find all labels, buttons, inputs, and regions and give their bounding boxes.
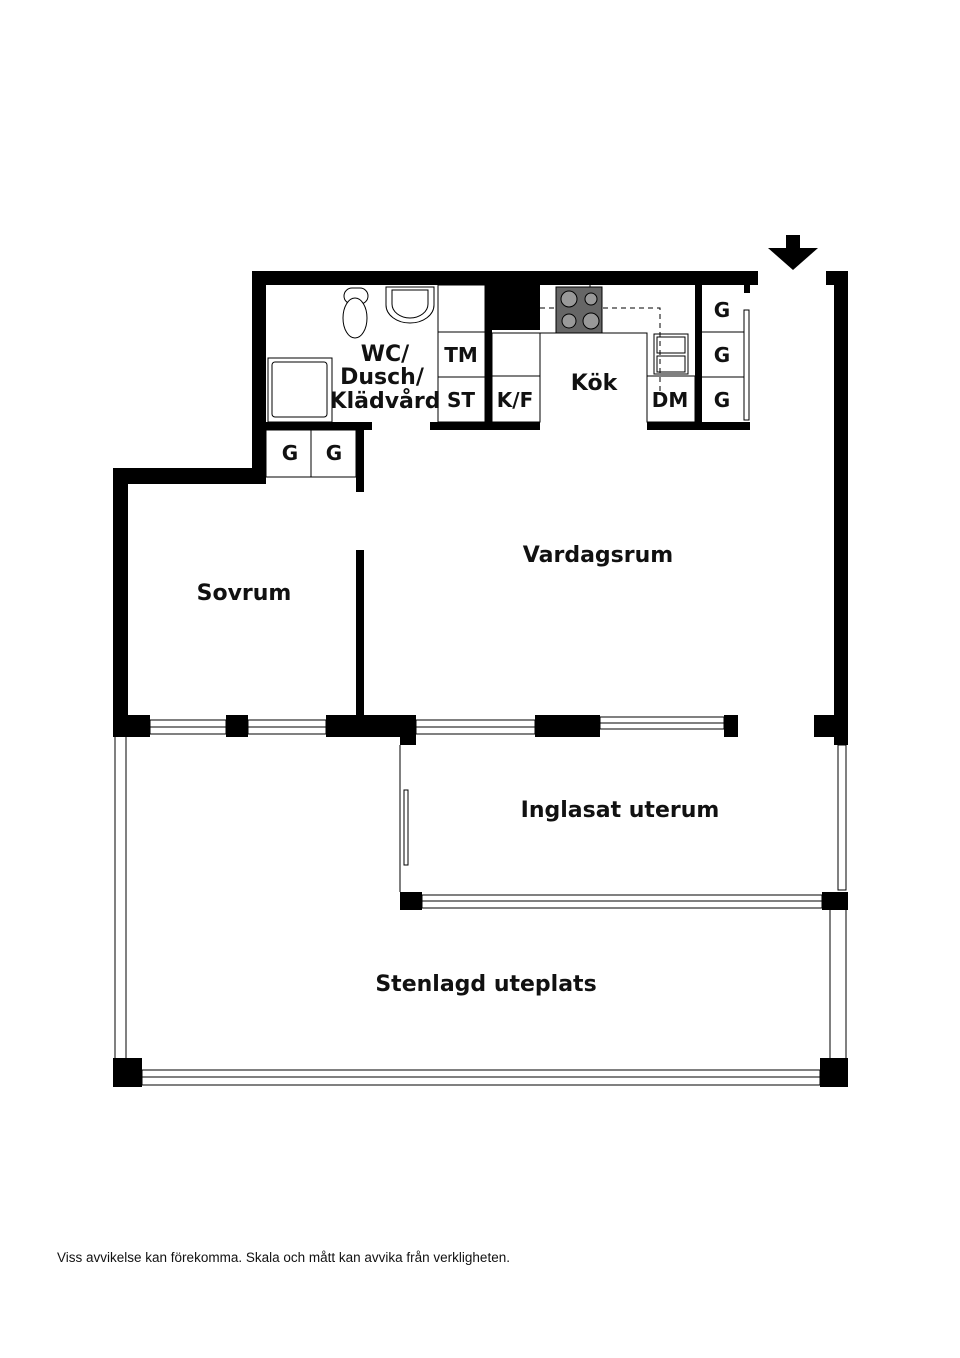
entrance-arrow-icon (768, 235, 818, 270)
room-label-bath: Dusch/ (340, 365, 425, 390)
room-label-kitchen: Kök (571, 371, 619, 396)
room-label-bath: WC/ (361, 342, 410, 367)
closet-label: G (326, 441, 342, 465)
room-label-patio: Stenlagd uteplats (375, 972, 596, 997)
walls (113, 271, 848, 1087)
washbasin-icon (385, 286, 435, 324)
stove-icon (555, 286, 603, 334)
room-label-bedroom: Sovrum (197, 581, 292, 606)
sink-icon (653, 333, 689, 375)
room-label-sunroom: Inglasat uterum (521, 798, 720, 823)
room-label-living: Vardagsrum (523, 543, 673, 568)
washer-label: TM (444, 343, 478, 367)
dishwasher-label: DM (652, 388, 689, 412)
shower-icon (267, 357, 333, 423)
closet-label: G (714, 298, 730, 322)
room-label-bath: Klädvård (330, 388, 441, 414)
closet-label: G (282, 441, 298, 465)
dryer-label: ST (447, 388, 475, 412)
windows (114, 309, 847, 1086)
disclaimer-text: Viss avvikelse kan förekomma. Skala och … (57, 1250, 510, 1265)
toilet-icon (342, 287, 369, 339)
closet-label: G (714, 388, 730, 412)
fridge-label: K/F (497, 388, 533, 412)
closet-label: G (714, 343, 730, 367)
